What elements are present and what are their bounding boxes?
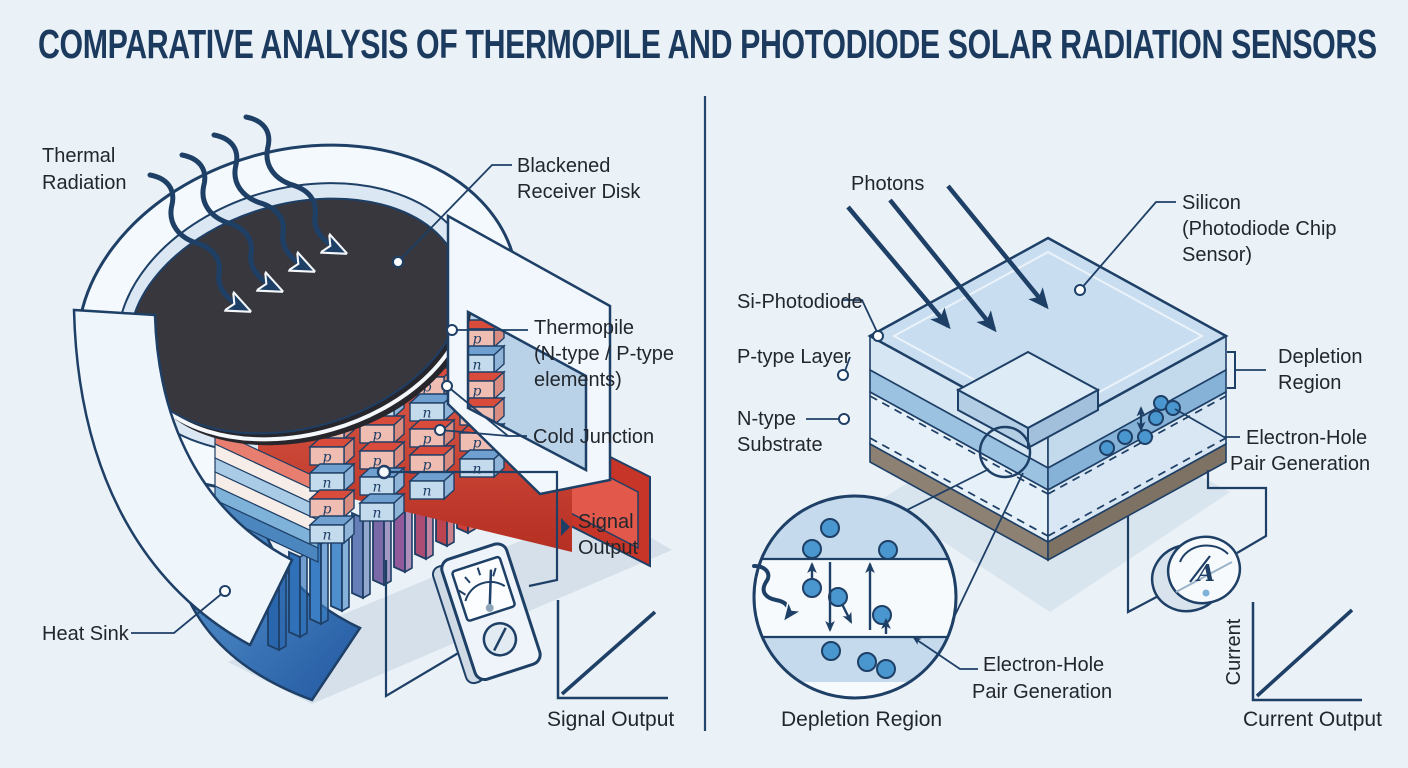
thermopile-element-letter: p (373, 428, 382, 444)
silicon-label: Sensor) (1182, 244, 1252, 266)
depletion-region-label: Region (1278, 372, 1341, 394)
thermopile-element-letter: n (422, 484, 431, 500)
thermopile-element-letter: n (472, 462, 481, 478)
photodiode-diagram (752, 184, 1362, 702)
thermopile-element-letter: p (473, 384, 482, 400)
signal-output-arrow-icon (561, 518, 570, 536)
blackened-receiver-disk (128, 197, 472, 446)
thermopile-label: Thermopile (534, 317, 634, 339)
thermopile-element-letter: n (372, 506, 381, 522)
signal-output-caption: Signal Output (547, 708, 674, 731)
current-output-caption: Current Output (1243, 708, 1382, 731)
electron-hole-dots (1099, 395, 1181, 456)
page-title: COMPARATIVE ANALYSIS OF THERMOPILE AND P… (38, 20, 1377, 67)
n-type-substrate-label: Substrate (737, 434, 823, 456)
thermopile-element-letter: n (322, 528, 331, 544)
cup-left-wall (72, 308, 294, 647)
zoom-region-circle (978, 425, 1032, 479)
chip-notch (955, 350, 1101, 450)
signal-output-label: Output (578, 537, 638, 559)
thermal-radiation-arrows (147, 114, 342, 322)
thermopile-element-letter: n (472, 358, 481, 374)
electron-hole-label: Electron-Hole (1246, 427, 1367, 449)
analog-meter (431, 542, 542, 685)
thermopile-element-letter: n (372, 480, 381, 496)
left-leader-dots (219, 256, 458, 597)
wire-terminal (376, 464, 392, 480)
p-type-layer-label: P-type Layer (737, 346, 851, 368)
thermopile-element-letter: p (473, 332, 482, 348)
photodiode-wire-a (1206, 470, 1268, 554)
depletion-region-label: Depletion (1278, 346, 1363, 368)
cup-right-frame (446, 213, 612, 496)
thermal-radiation-label: Thermal (42, 145, 115, 167)
depletion-dashed-lines (869, 395, 1227, 537)
thermopile-element-letter: n (422, 406, 431, 422)
thermopile-wire-b (384, 560, 461, 698)
thermal-radiation-label: Radiation (42, 172, 127, 194)
electron-hole-label: Pair Generation (1230, 453, 1370, 475)
thermopile-element-letter: n (322, 476, 331, 492)
thermopile-diagram: nppnpnpnppnnnpnppnpnpppn (72, 114, 672, 704)
thermopile-element-letter: p (423, 458, 432, 474)
electron-hole-bottom-label: Electron-Hole (983, 654, 1104, 676)
si-photodiode-label: Si-Photodiode (737, 291, 863, 313)
thermopile-wire-a (390, 470, 559, 588)
heat-sink-label: Heat Sink (42, 623, 130, 645)
signal-output-label: Signal (578, 511, 634, 533)
thermopile-element-letter: p (323, 450, 332, 466)
blackened-receiver-disk-label: Blackened (517, 155, 610, 177)
junction-layer-stripes (214, 429, 319, 563)
ammeter (1150, 535, 1242, 613)
electron-hole-bottom-label: Pair Generation (972, 681, 1112, 703)
thermopile-label: elements) (534, 369, 622, 391)
blackened-receiver-disk-label: Receiver Disk (517, 181, 641, 203)
depletion-region-caption: Depletion Region (781, 708, 942, 731)
thermopile-element-letter: p (473, 436, 482, 452)
photons-label: Photons (851, 173, 924, 195)
current-output-graph (1251, 602, 1362, 702)
silicon-label: Silicon (1182, 192, 1241, 214)
signal-output-graph (556, 600, 668, 700)
photodiode-wire-b (1126, 516, 1167, 614)
left-leader-lines (131, 164, 528, 634)
right-leader-dots (837, 284, 1086, 425)
thermopile-element-letter: p (423, 432, 432, 448)
n-type-substrate-label: N-type (737, 408, 796, 430)
right-leader-lines (806, 201, 1266, 670)
ammeter-label: A (1195, 560, 1215, 587)
current-axis-label: Current (1223, 618, 1245, 685)
zoom-connector-a (902, 468, 990, 513)
cold-junction-label: Cold Junction (533, 426, 654, 448)
silicon-label: (Photodiode Chip (1182, 218, 1337, 240)
thermopile-element-letter: p (373, 454, 382, 470)
thermopile-label: (N-type / P-type (534, 343, 674, 365)
thermopile-element-letter: p (423, 380, 432, 396)
thermopile-element-letter: p (323, 502, 332, 518)
photon-arrows (846, 184, 1049, 333)
